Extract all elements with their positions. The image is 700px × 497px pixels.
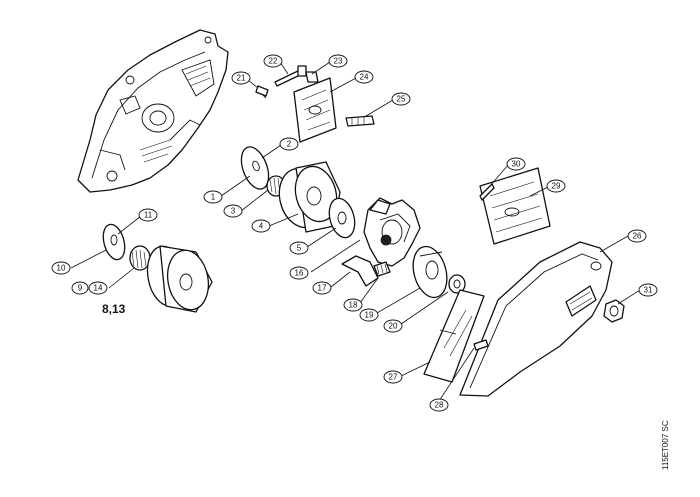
clutch-shoe-17	[341, 255, 379, 287]
callout-4: 4	[251, 219, 271, 233]
svg-text:17: 17	[318, 284, 327, 293]
callout-11: 11	[138, 208, 158, 222]
svg-text:11: 11	[144, 211, 153, 220]
svg-text:22: 22	[269, 57, 278, 66]
svg-text:27: 27	[389, 373, 398, 382]
callout-30: 30	[506, 157, 526, 171]
callout-1: 1	[203, 190, 223, 204]
nut-23	[305, 71, 319, 83]
crankcase	[77, 29, 229, 193]
guide-27	[423, 289, 485, 383]
svg-text:25: 25	[397, 95, 406, 104]
svg-text:5: 5	[297, 244, 302, 253]
callout-27: 27	[383, 370, 403, 384]
clutch-assembly	[363, 197, 421, 267]
callout-16: 16	[289, 266, 309, 280]
callout-21: 21	[231, 71, 251, 85]
svg-text:30: 30	[512, 160, 521, 169]
callout-2: 2	[279, 137, 299, 151]
callout-23: 23	[328, 54, 348, 68]
svg-text:16: 16	[295, 269, 304, 278]
spring-18	[373, 261, 391, 277]
plate-29	[479, 167, 551, 245]
svg-text:19: 19	[365, 311, 374, 320]
svg-text:4: 4	[259, 222, 264, 231]
callout-20: 20	[383, 319, 403, 333]
callout-10: 10	[51, 261, 71, 275]
callout-25: 25	[391, 92, 411, 106]
svg-text:2: 2	[287, 140, 292, 149]
callout-17: 17	[312, 281, 332, 295]
svg-text:1: 1	[211, 193, 216, 202]
callout-14: 14	[88, 281, 108, 295]
svg-text:26: 26	[633, 232, 642, 241]
callout-31: 31	[638, 283, 658, 297]
svg-text:10: 10	[57, 264, 66, 273]
washer-1	[240, 146, 270, 190]
svg-text:28: 28	[435, 401, 444, 410]
svg-text:21: 21	[237, 74, 246, 83]
screw-22	[274, 65, 307, 87]
washer-20	[448, 274, 466, 294]
callouts: 1 2 3 4 5 8,13 9 10 11 14 16 17 18 19 20…	[51, 54, 658, 412]
callout-22: 22	[263, 54, 283, 68]
svg-text:31: 31	[644, 286, 653, 295]
callout-24: 24	[354, 70, 374, 84]
leader-lines	[70, 61, 641, 402]
callout-18: 18	[343, 298, 363, 312]
svg-text:24: 24	[360, 73, 369, 82]
svg-text:29: 29	[552, 182, 561, 191]
callout-5: 5	[289, 241, 309, 255]
diagram-code: 115ET007 SC	[661, 420, 670, 470]
callout-9: 9	[71, 281, 89, 295]
callout-8-13: 8,13	[102, 302, 126, 316]
svg-text:23: 23	[334, 57, 343, 66]
washer-11	[102, 223, 126, 261]
callout-26: 26	[627, 229, 647, 243]
bearing-14	[129, 245, 151, 271]
sprocket-cover-26	[459, 241, 613, 397]
sprocket-drum-8-13	[146, 245, 213, 313]
callout-3: 3	[223, 204, 243, 218]
callout-19: 19	[359, 308, 379, 322]
disc-19	[412, 245, 448, 299]
callout-28: 28	[429, 398, 449, 412]
screw-28	[473, 339, 489, 351]
stud-25	[345, 115, 375, 127]
svg-text:9: 9	[78, 284, 83, 293]
svg-text:8,13: 8,13	[102, 302, 126, 316]
callout-29: 29	[546, 179, 566, 193]
nut-31	[603, 299, 625, 323]
svg-text:14: 14	[94, 284, 103, 293]
pin-30	[479, 183, 495, 201]
plate-24	[293, 77, 337, 143]
svg-text:20: 20	[389, 322, 398, 331]
screw-21	[255, 85, 269, 99]
svg-text:18: 18	[349, 301, 358, 310]
svg-text:3: 3	[231, 207, 236, 216]
